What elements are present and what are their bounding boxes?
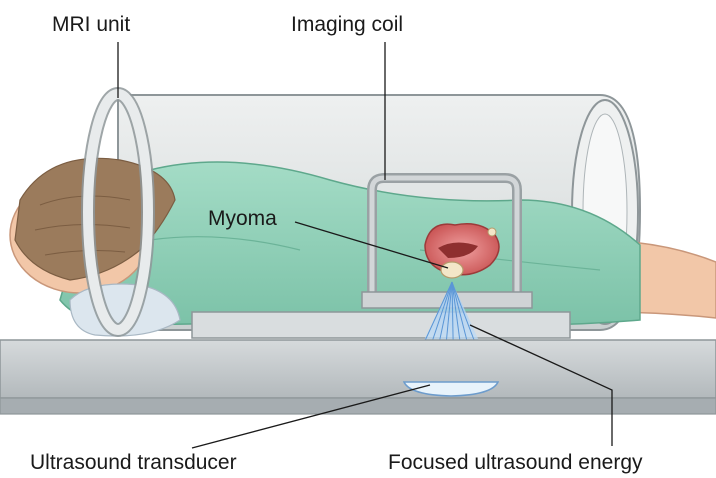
focused-ultrasound-energy-label: Focused ultrasound energy — [388, 452, 643, 473]
table-top-platform — [192, 312, 570, 338]
myoma-label: Myoma — [208, 208, 277, 229]
mri-unit-label: MRI unit — [52, 14, 130, 35]
myoma — [441, 262, 463, 278]
imaging-coil-label: Imaging coil — [291, 14, 403, 35]
ultrasound-transducer-label: Ultrasound transducer — [30, 452, 237, 473]
scanner-table — [0, 340, 716, 414]
